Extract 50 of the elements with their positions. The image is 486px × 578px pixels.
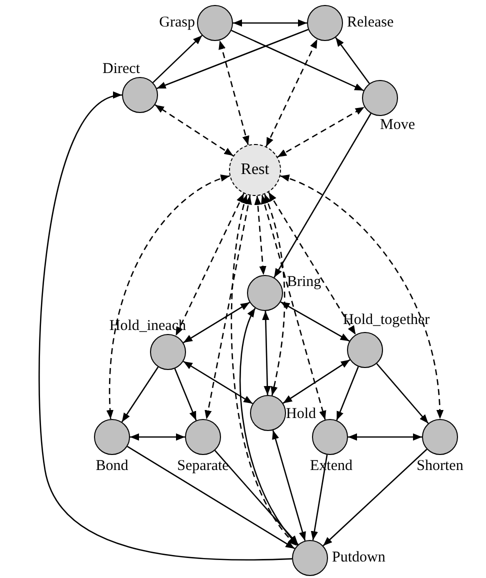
arrow: [348, 433, 422, 441]
arrow: [183, 360, 253, 404]
dashed-arrow: [175, 193, 244, 336]
state-label: Move: [380, 118, 415, 133]
state-label: Bring: [287, 275, 322, 290]
dashed-arrow: [264, 194, 286, 396]
dashed-arrow: [254, 196, 266, 276]
dashed-arrow: [280, 175, 444, 420]
state-label: Direct: [102, 62, 140, 77]
arrow: [231, 30, 364, 92]
arrow: [322, 448, 428, 546]
arrow: [262, 310, 271, 396]
arrow: [274, 113, 372, 278]
state-label: Shorten: [416, 459, 464, 474]
arrow: [38, 94, 292, 561]
arrow: [152, 35, 202, 83]
dashed-arrow: [268, 192, 356, 335]
arrow: [183, 302, 250, 344]
dashed-arrow: [266, 38, 318, 147]
dashed-arrow: [106, 175, 230, 420]
arrow: [156, 28, 308, 90]
state-label: Grasp: [159, 16, 195, 30]
arrow: [280, 301, 350, 342]
dashed-arrow: [218, 40, 250, 146]
arrow: [376, 363, 429, 424]
arrow: [272, 430, 306, 541]
arrow: [336, 366, 359, 421]
dashed-arrow: [230, 194, 298, 546]
state-label: Hold_ineach: [109, 319, 186, 334]
state-label: Separate: [177, 459, 229, 474]
arrow: [130, 433, 185, 441]
state-label: Rest: [240, 162, 270, 178]
arrow: [335, 37, 370, 84]
arrow: [233, 19, 307, 27]
arrow: [174, 368, 197, 421]
arrow: [121, 366, 159, 422]
arrow: [310, 454, 328, 540]
arrow: [282, 359, 350, 404]
arrow: [214, 450, 299, 545]
dashed-arrow: [204, 195, 252, 420]
dashed-arrow: [277, 106, 365, 158]
state-label: Hold_together: [343, 313, 430, 328]
arrow: [240, 308, 298, 546]
dashed-arrow: [261, 194, 326, 420]
arrow: [127, 446, 295, 550]
state-label: Release: [347, 16, 394, 30]
state-label: Hold: [286, 407, 316, 422]
state-label: Bond: [96, 459, 128, 474]
state-label: Putdown: [332, 550, 386, 566]
dashed-arrow: [154, 104, 234, 156]
